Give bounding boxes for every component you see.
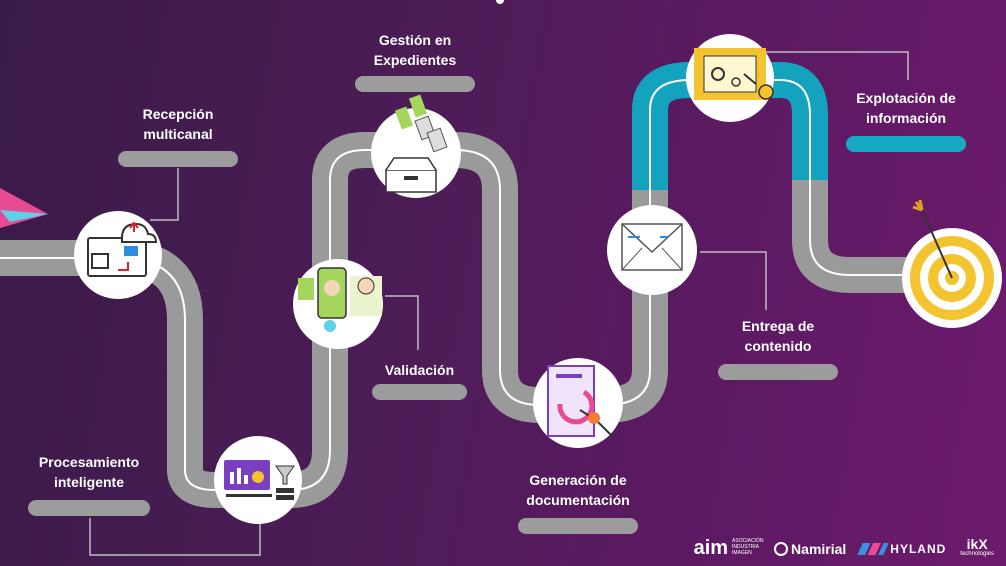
label-generacion-line1: Generación de — [529, 472, 627, 488]
logo-aim-sub: ASOCIACIÓN INDUSTRIA IMAGEN — [732, 538, 764, 556]
logo-namirial: Namirial — [774, 541, 846, 557]
hyland-mark-icon — [857, 542, 890, 555]
label-gestion-line2: Expedientes — [373, 52, 457, 68]
label-generacion-line2: documentación — [526, 492, 630, 508]
logo-ikx-sub: technologies — [960, 550, 994, 557]
pill-gestion — [355, 76, 475, 92]
road-gray-end-line — [809, 180, 950, 276]
logo-ikx: ikX technologies — [960, 535, 994, 559]
label-entrega-line2: contenido — [744, 338, 812, 354]
step-validacion-icon — [293, 259, 383, 349]
label-entrega-line1: Entrega de — [741, 318, 815, 334]
label-generacion: Generación de documentación — [518, 470, 638, 510]
label-explotacion-line1: Explotación de — [856, 90, 956, 106]
label-gestion-line1: Gestión en — [378, 32, 452, 48]
top-marker — [496, 0, 504, 4]
label-entrega: Entrega de contenido — [718, 316, 838, 356]
connector-lines — [89, 51, 909, 556]
pill-procesamiento — [28, 500, 150, 516]
label-gestion: Gestión en Expedientes — [355, 30, 475, 70]
step-entrega-icon — [607, 205, 697, 295]
label-recepcion-line1: Recepción — [142, 106, 214, 122]
label-explotacion: Explotación de información — [846, 88, 966, 128]
logo-ikx-text: ikX — [966, 535, 988, 552]
namirial-mark-icon — [774, 541, 789, 556]
step-explotacion-icon — [686, 34, 774, 122]
target-icon — [902, 199, 1002, 328]
logo-hyland-text: HYLAND — [890, 541, 947, 556]
label-recepcion-line2: multicanal — [143, 126, 213, 142]
paper-plane-icon — [0, 188, 48, 228]
logo-namirial-text: Namirial — [791, 540, 847, 557]
pill-generacion — [518, 518, 638, 534]
step-gestion-icon — [371, 94, 461, 198]
pill-entrega — [718, 364, 838, 380]
pill-explotacion — [846, 136, 966, 152]
step-generacion-icon — [533, 358, 623, 448]
label-procesamiento: Procesamiento inteligente — [28, 452, 150, 492]
pill-recepcion — [118, 151, 238, 167]
label-recepcion: Recepción multicanal — [118, 104, 238, 144]
label-procesamiento-line1: Procesamiento — [38, 454, 140, 470]
pill-validacion — [372, 384, 467, 400]
step-recepcion-icon — [74, 211, 162, 299]
logo-aim-text: aim — [693, 537, 729, 559]
label-explotacion-line2: información — [865, 110, 947, 126]
label-procesamiento-line2: inteligente — [53, 474, 124, 490]
label-validacion: Validación — [384, 362, 455, 378]
logo-hyland: HYLAND — [857, 541, 947, 556]
step-procesamiento-icon — [214, 436, 302, 524]
